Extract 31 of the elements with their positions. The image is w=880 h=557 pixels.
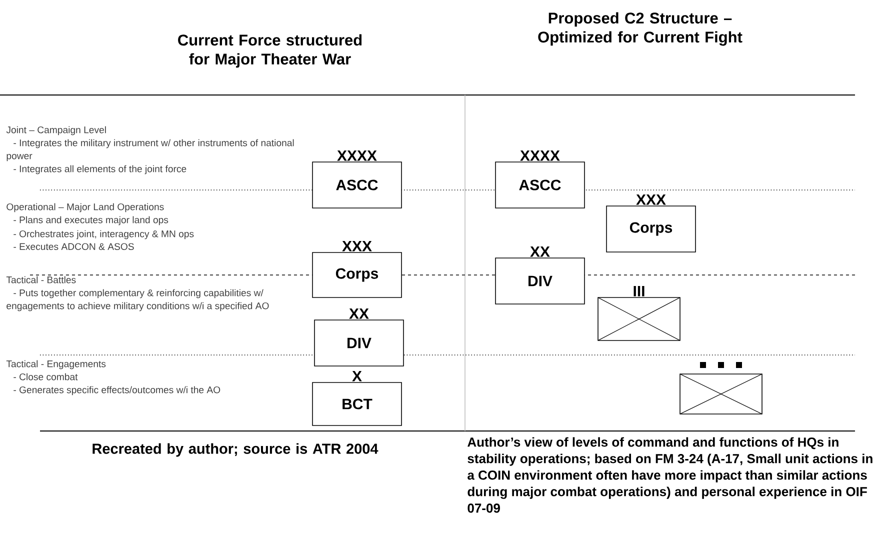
unit-box: DIV [495,258,585,304]
echelon-symbol: X [352,370,362,382]
level-function: - Generates specific effects/outcomes w/i the AO [14,386,220,396]
echelon-symbol: XX [530,246,550,257]
level-heading: Tactical - Battles [6,276,76,284]
level-function: - Puts together complementary & reinforcing capabilities w/ engagements to achieve military conditions w/i a specified AO [6,289,269,312]
level-heading: Joint – Campaign Level [6,126,106,136]
echelon-symbol: XXXX [520,150,560,161]
unit-box: Corps [312,252,402,298]
column-heading: Proposed C2 Structure – Optimized for Current Fight [538,12,742,46]
level-function: - Integrates the military instrument w/ other instruments of national power [6,139,294,162]
echelon-symbol: XX [349,308,369,319]
level-function: - Plans and executes major land ops [14,216,168,226]
level-heading: Tactical - Engagements [6,360,106,370]
column-heading: Current Force structured for Major Theater War [178,34,362,68]
level-function: - Close combat [14,373,78,380]
unit-box: ASCC [312,162,402,208]
echelon-symbol: III [634,286,644,296]
unit-box: Corps [606,206,696,252]
caption: Author’s view of levels of command and functions of HQs in stability operations; based on FM 3-24 (A-17, Small unit actions in a COIN environment often have more impact than similar actions during major combat operations) and personal experience in OIF 07-09 [468,437,872,513]
echelon-symbol: XXX [636,194,666,205]
level-function: - Executes ADCON & ASOS [14,243,134,250]
unit-box: DIV [314,320,404,366]
unit-box: ASCC [495,162,585,208]
level-function: - Orchestrates joint, interagency & MN ops [14,230,194,240]
level-heading: Operational – Major Land Operations [6,203,164,212]
echelon-symbol: XXX [342,240,372,252]
level-function: - Integrates all elements of the joint force [14,165,186,174]
echelon-symbol: XXXX [337,150,377,161]
unit-box: BCT [312,382,402,426]
caption: Recreated by author; source is ATR 2004 [92,443,378,457]
